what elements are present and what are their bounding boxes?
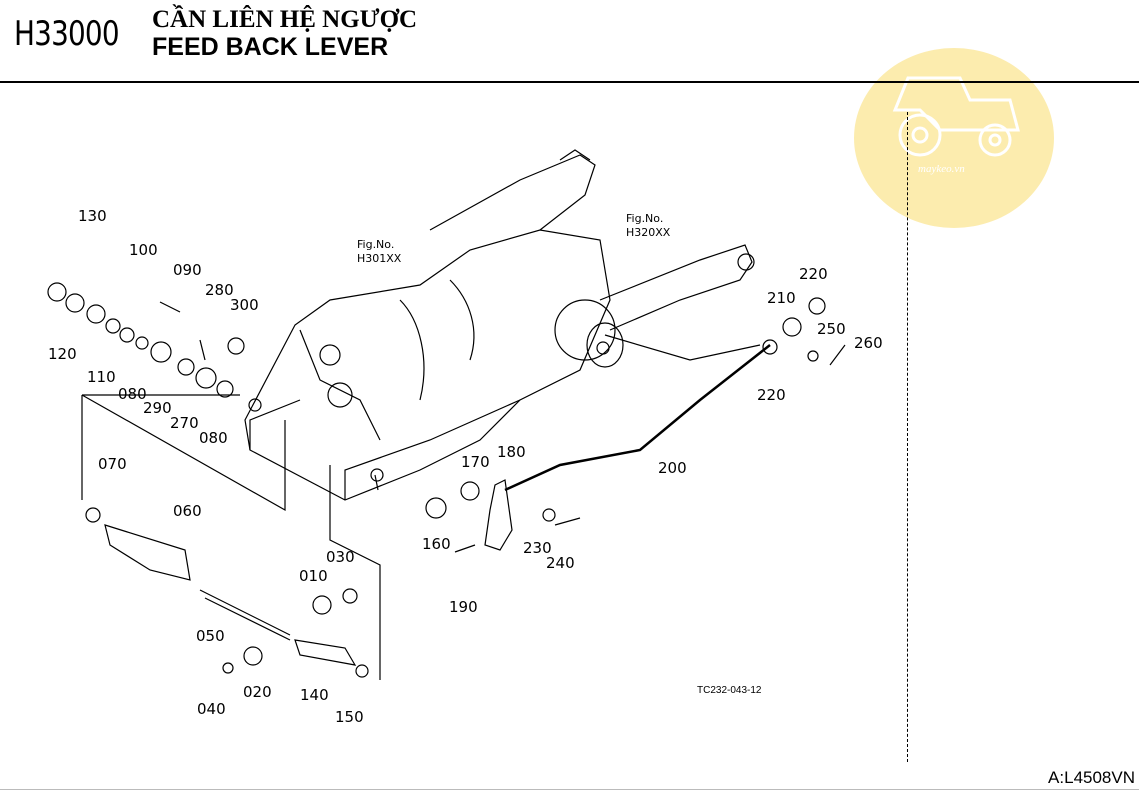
label-250: 250 [817,320,846,338]
label-130: 130 [78,207,107,225]
label-290: 290 [143,399,172,417]
label-300: 300 [230,296,259,314]
label-270: 270 [170,414,199,432]
footer-rule [0,789,1139,790]
fig-ref-h301-line1: Fig.No. [357,238,394,251]
label-040: 040 [197,700,226,718]
fig-ref-h301-line2: H301XX [357,252,402,265]
label-140: 140 [300,686,329,704]
label-210: 210 [767,289,796,307]
label-050: 050 [196,627,225,645]
tractor-icon [892,76,1020,157]
label-260: 260 [854,334,883,352]
title-vietnamese: CẦN LIÊN HỆ NGƯỢC [152,6,418,33]
label-200: 200 [658,459,687,477]
watermark-text: maykeo.vn [918,163,965,175]
label-080-b: 080 [199,429,228,447]
dashed-divider [907,112,908,762]
header-rule [0,81,1139,83]
label-020: 020 [243,683,272,701]
part-labels: 130 100 090 280 300 120 110 080 290 270 … [48,207,883,726]
label-100: 100 [129,241,158,259]
fig-ref-h320-line2: H320XX [626,226,671,239]
label-070: 070 [98,455,127,473]
label-230: 230 [523,539,552,557]
label-180: 180 [497,443,526,461]
label-190: 190 [449,598,478,616]
label-030: 030 [326,548,355,566]
housing-drawing [47,149,846,680]
label-170: 170 [461,453,490,471]
fig-ref-h320-line1: Fig.No. [626,212,663,225]
label-010: 010 [299,567,328,585]
label-280: 280 [205,281,234,299]
label-240: 240 [546,554,575,572]
label-110: 110 [87,368,116,386]
label-160: 160 [422,535,451,553]
figure-references: Fig.No. H301XX Fig.No. H320XX [357,212,671,265]
label-150: 150 [335,708,364,726]
label-220-b: 220 [757,386,786,404]
figure-code: TC232-043-12 [697,685,762,696]
footer-reference: A:L4508VN [1048,768,1135,787]
label-090: 090 [173,261,202,279]
page-code: H33000 [14,14,120,54]
label-220-a: 220 [799,265,828,283]
label-080-a: 080 [118,385,147,403]
title-english: FEED BACK LEVER [152,33,389,61]
label-060: 060 [173,502,202,520]
label-120: 120 [48,345,77,363]
